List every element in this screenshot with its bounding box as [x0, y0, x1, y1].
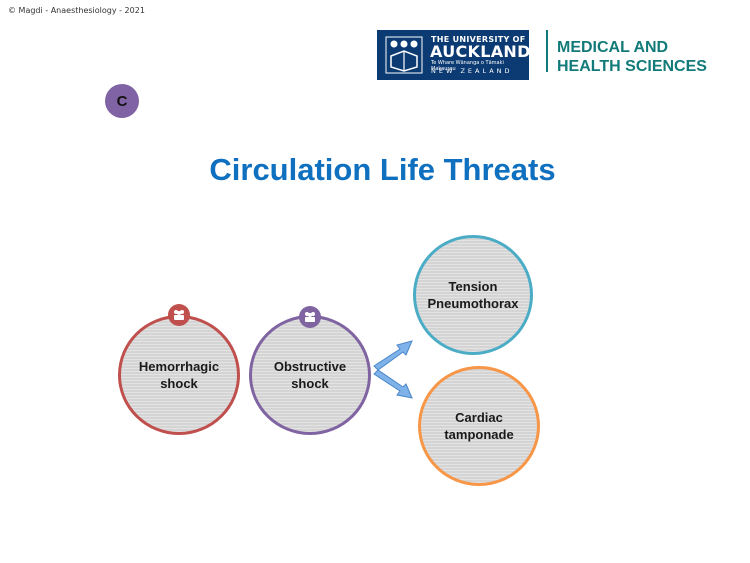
arrow-up-right-icon	[373, 340, 413, 371]
node-label: Cardiac tamponade	[444, 410, 514, 442]
node-hemorrhagic-shock: Hemorrhagic shock	[118, 315, 240, 435]
node-tension-pneumothorax: Tension Pneumothorax	[413, 235, 533, 355]
faculty-line-1: MEDICAL AND	[557, 39, 669, 56]
section-badge: C	[105, 84, 139, 118]
logo-line-3: Te Whare Wānanga o Tāmaki Makaurau	[431, 60, 504, 72]
group-icon	[299, 306, 321, 328]
node-obstructive-shock: Obstructive shock	[249, 315, 371, 435]
group-icon	[168, 304, 190, 326]
slide-title: Circulation Life Threats	[209, 152, 556, 187]
logo-divider	[546, 30, 548, 72]
faculty-line-2: HEALTH SCIENCES	[557, 58, 707, 75]
faculty-name: MEDICAL AND HEALTH SCIENCES	[557, 38, 707, 76]
node-label: Obstructive shock	[273, 359, 347, 391]
node-label: Hemorrhagic shock	[138, 359, 220, 391]
university-logo: THE UNIVERSITY OF AUCKLAND Te Whare Wāna…	[377, 30, 531, 80]
logo-line-1: THE UNIVERSITY OF	[431, 35, 526, 44]
copyright-text: © Magdi - Anaesthesiology - 2021	[8, 6, 145, 15]
node-label: Tension Pneumothorax	[427, 279, 519, 311]
university-crest-icon	[385, 36, 423, 74]
node-cardiac-tamponade: Cardiac tamponade	[418, 366, 540, 486]
connector-arrows	[373, 340, 413, 399]
logo-line-4: NEW ZEALAND	[431, 67, 513, 75]
logo-line-2: AUCKLAND	[430, 42, 531, 61]
arrow-down-right-icon	[373, 369, 413, 399]
